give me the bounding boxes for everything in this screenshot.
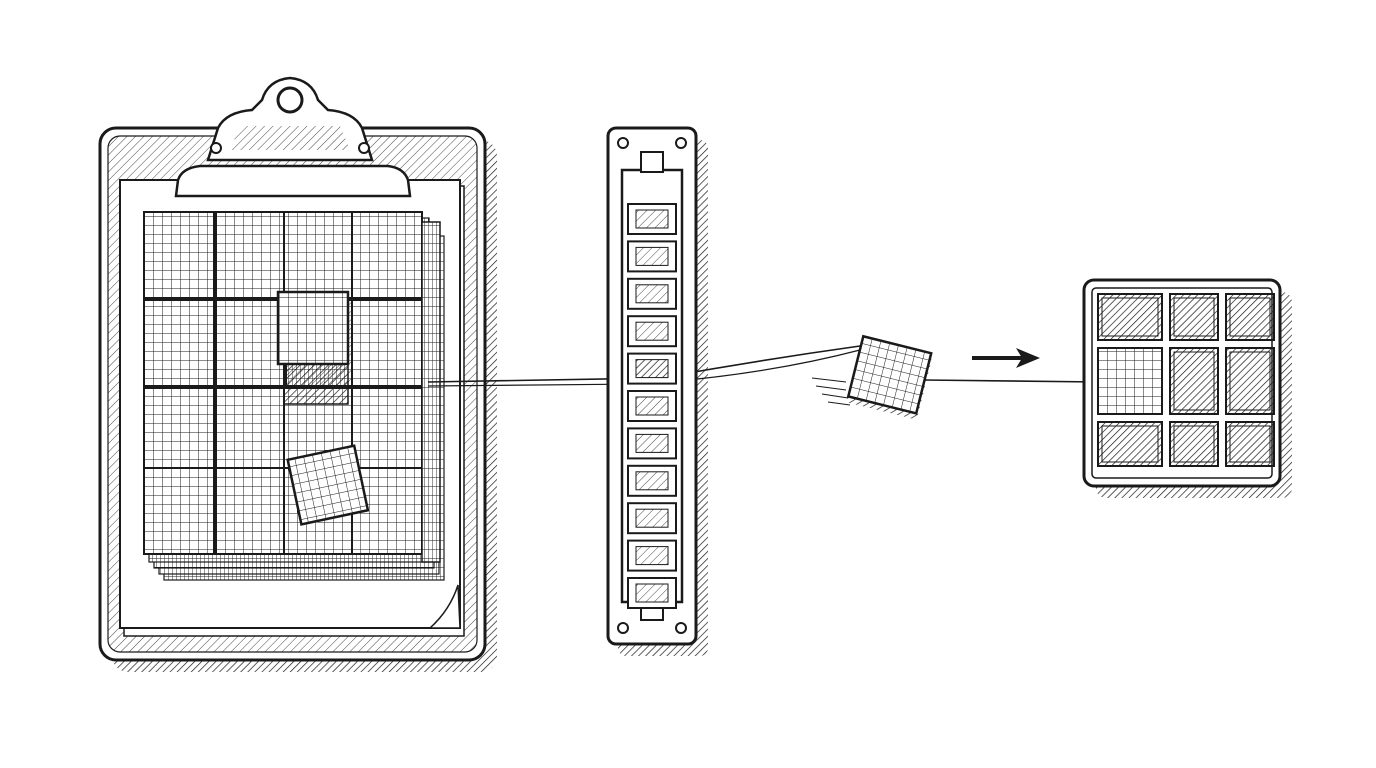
tray-cell-inset (1101, 425, 1159, 463)
slot-strip-icon (606, 126, 708, 656)
stack-block (143, 211, 215, 299)
arrow-head (1016, 348, 1040, 368)
clip-rivet-left (210, 142, 222, 154)
tray-cell-inset (1173, 297, 1215, 337)
arrow-right-icon (972, 348, 1040, 368)
stack-block (215, 387, 287, 475)
stack-block (215, 467, 287, 555)
strip-slot-glass (635, 246, 669, 266)
tray-cell-inset (1173, 425, 1215, 463)
strip-slot-glass (635, 546, 669, 566)
screw-bottom-left (617, 622, 629, 634)
strip-slot-glass (635, 359, 669, 379)
lifted-block-cavity (283, 363, 349, 405)
strip-slots (627, 203, 677, 609)
stack-block (143, 467, 215, 555)
strip-slot-glass (635, 321, 669, 341)
tray-cell (1097, 293, 1163, 341)
stack-block (215, 299, 287, 387)
stack-side-face (421, 221, 441, 563)
strip-slot-glass (635, 471, 669, 491)
flow-line-to-tray (923, 379, 1101, 383)
strip-slot-glass (635, 508, 669, 528)
strip-slot-glass (635, 284, 669, 304)
tray-cell (1169, 421, 1219, 467)
tray-cell-filled (1097, 347, 1163, 415)
screw-bottom-right (675, 622, 687, 634)
block-stack (143, 211, 445, 581)
stack-block (143, 299, 215, 387)
stack-block (143, 387, 215, 475)
stack-block (351, 387, 423, 475)
stack-block (283, 211, 355, 299)
motion-lines (811, 377, 851, 406)
tray-cell (1225, 293, 1275, 341)
clip-hole (276, 86, 304, 114)
tray-cell (1225, 421, 1275, 467)
lifted-block (276, 290, 350, 366)
tray-cell (1169, 347, 1219, 415)
grid-tray-icon (1082, 278, 1292, 498)
flying-block (846, 334, 933, 415)
tray-cell-inset (1229, 297, 1271, 337)
clip-rivet-right (358, 142, 370, 154)
tray-cell-inset (1173, 351, 1215, 411)
strip-slot-glass (635, 583, 669, 603)
tray-cell (1097, 421, 1163, 467)
tray-cells (1097, 293, 1275, 467)
strip-slot-glass (635, 209, 669, 229)
grid-block-icon (846, 334, 933, 420)
tray-cell-inset (1229, 351, 1271, 411)
flow-lines (427, 345, 1101, 406)
stack-block (215, 211, 287, 299)
stack-block (351, 299, 423, 387)
clip-body-shade (230, 126, 350, 150)
tray-cell-inset (1229, 425, 1271, 463)
clip-base (174, 164, 412, 198)
tray-cell-inset (1101, 297, 1159, 337)
strip-tab-top (640, 151, 664, 173)
strip-slot-glass (635, 396, 669, 416)
paper-curl (428, 584, 461, 629)
falling-block (286, 444, 370, 526)
falling-block-icon (286, 444, 370, 526)
tray-cell (1225, 347, 1275, 415)
tray-cell (1169, 293, 1219, 341)
screw-top-left (617, 137, 629, 149)
screw-top-right (675, 137, 687, 149)
stack-block (351, 211, 423, 299)
strip-slot-glass (635, 433, 669, 453)
